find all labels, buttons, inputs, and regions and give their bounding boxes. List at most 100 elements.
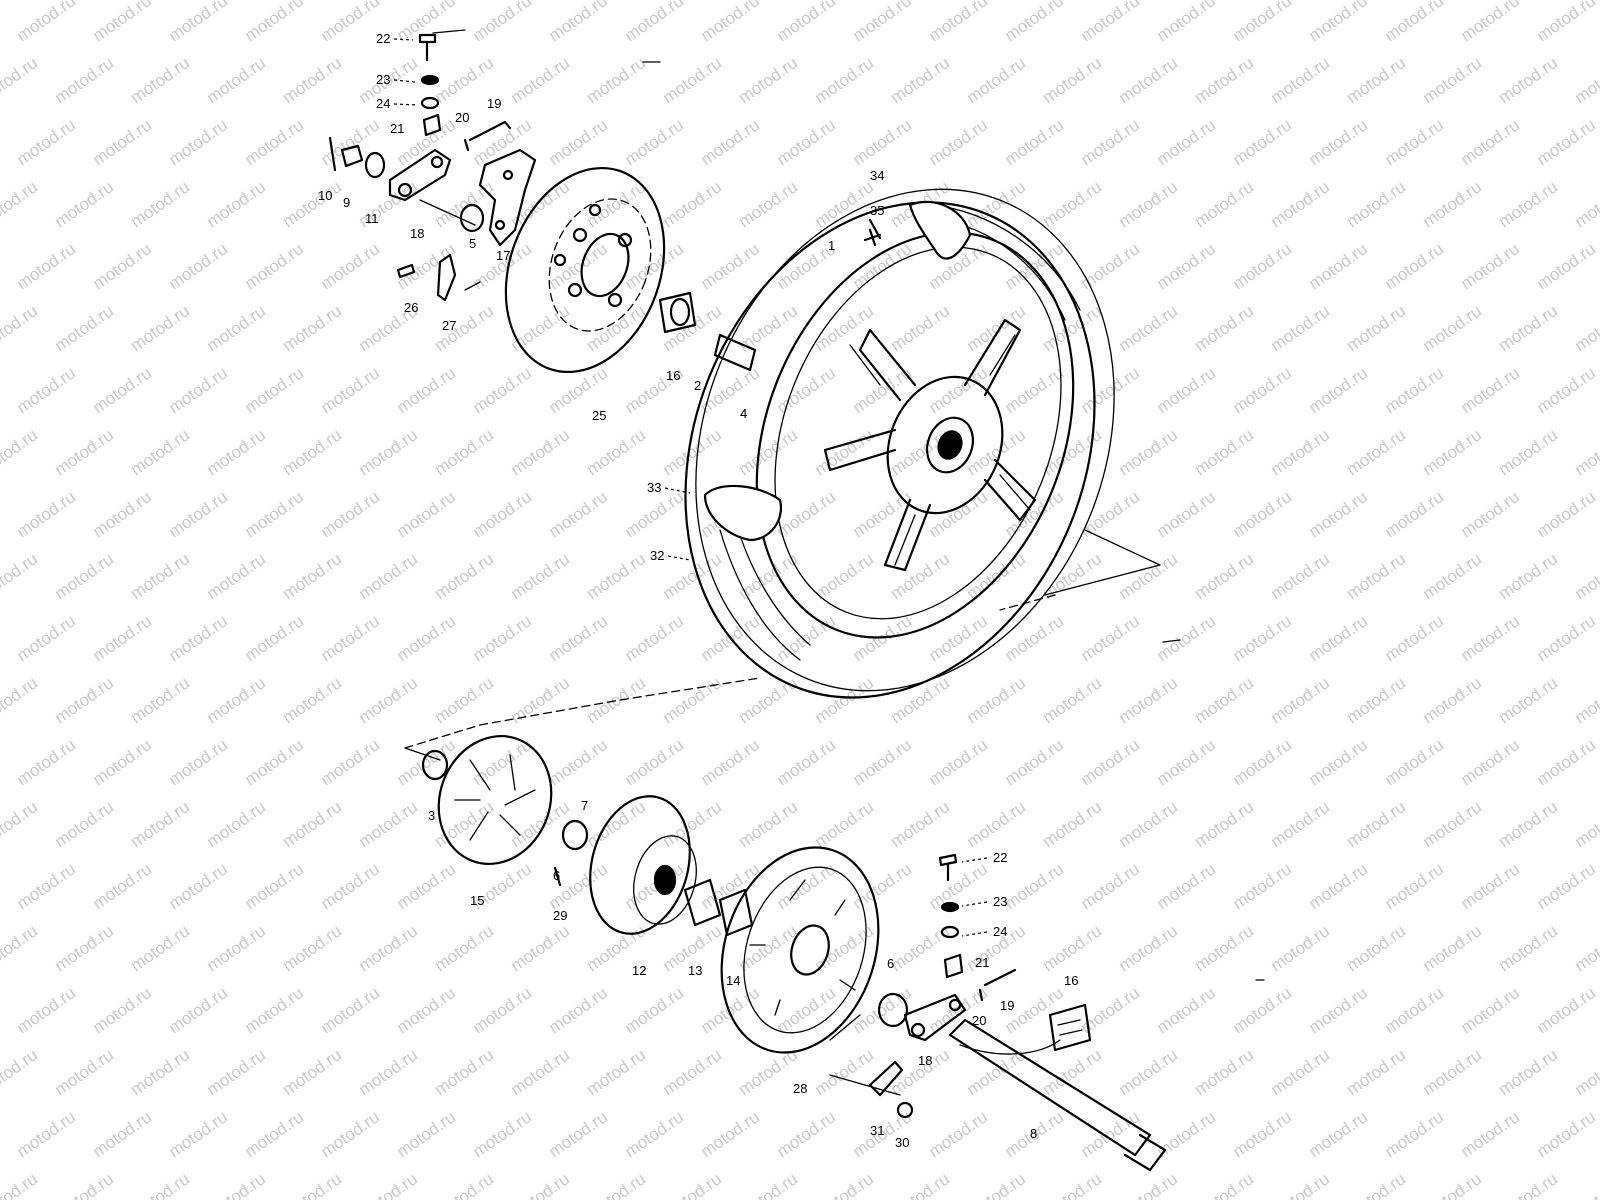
watermark-text: motod.ru [13,363,79,417]
watermark-text: motod.ru [773,0,839,45]
callout-c1: 1 [828,238,835,253]
callout-c34: 34 [870,168,884,183]
watermark-text: motod.ru [127,1169,193,1200]
watermark-text: motod.ru [279,549,345,603]
watermark-text: motod.ru [203,549,269,603]
watermark-text: motod.ru [0,673,41,727]
watermark-text: motod.ru [355,1045,421,1099]
watermark-text: motod.ru [1039,425,1105,479]
watermark-text: motod.ru [317,487,383,541]
watermark-text: motod.ru [811,797,877,851]
watermark-text: motod.ru [1343,921,1409,975]
watermark-text: motod.ru [89,239,155,293]
watermark-text: motod.ru [735,797,801,851]
watermark-text: motod.ru [1381,611,1447,665]
watermark-text: motod.ru [1153,983,1219,1037]
watermark-text: motod.ru [241,735,307,789]
watermark-text: motod.ru [1457,487,1523,541]
watermark-text: motod.ru [165,363,231,417]
watermark-text: motod.ru [1229,487,1295,541]
leader-line-c22b [961,857,988,863]
watermark-text: motod.ru [1077,239,1143,293]
watermark-text: motod.ru [545,983,611,1037]
watermark-text: motod.ru [1571,1045,1600,1099]
watermark-text: motod.ru [1343,1169,1409,1200]
watermark-text: motod.ru [0,611,3,665]
watermark-text: motod.ru [317,859,383,913]
watermark-text: motod.ru [1077,735,1143,789]
watermark-text: motod.ru [393,611,459,665]
watermark-text: motod.ru [1229,363,1295,417]
watermark-text: motod.ru [1533,239,1599,293]
callout-c16b: 16 [1064,973,1078,988]
watermark-text: motod.ru [1153,239,1219,293]
watermark-text: motod.ru [621,0,687,45]
callout-c4: 4 [740,406,747,421]
watermark-text: motod.ru [1039,549,1105,603]
watermark-text: motod.ru [13,735,79,789]
watermark-text: motod.ru [659,797,725,851]
watermark-text: motod.ru [811,425,877,479]
callout-c6a: 6 [553,868,560,883]
callout-c11: 11 [365,211,379,226]
watermark-text: motod.ru [51,921,117,975]
watermark-text: motod.ru [507,797,573,851]
watermark-text: motod.ru [545,735,611,789]
watermark-text: motod.ru [1115,425,1181,479]
watermark-text: motod.ru [0,921,41,975]
watermark-text: motod.ru [393,239,459,293]
watermark-text: motod.ru [773,487,839,541]
watermark-text: motod.ru [127,1045,193,1099]
watermark-text: motod.ru [241,859,307,913]
watermark-text: motod.ru [279,673,345,727]
watermark-text: motod.ru [1495,1169,1561,1200]
watermark-text: motod.ru [1305,0,1371,45]
watermark-text: motod.ru [431,549,497,603]
watermark-text: motod.ru [241,239,307,293]
watermark-text: motod.ru [89,983,155,1037]
watermark-text: motod.ru [1571,797,1600,851]
watermark-text: motod.ru [13,1107,79,1161]
watermark-text: motod.ru [621,735,687,789]
watermark-text: motod.ru [1533,983,1599,1037]
watermark-text: motod.ru [1001,363,1067,417]
watermark-text: motod.ru [0,177,41,231]
watermark-text: motod.ru [963,53,1029,107]
watermark-text: motod.ru [583,673,649,727]
watermark-text: motod.ru [925,611,991,665]
watermark-text: motod.ru [1419,425,1485,479]
watermark-text: motod.ru [1039,673,1105,727]
watermark-text: motod.ru [469,0,535,45]
watermark-text: motod.ru [735,53,801,107]
watermark-text: motod.ru [1191,53,1257,107]
watermark-text: motod.ru [1533,859,1599,913]
watermark-text: motod.ru [165,983,231,1037]
watermark-text: motod.ru [317,0,383,45]
watermark-text: motod.ru [89,487,155,541]
watermark-text: motod.ru [1457,239,1523,293]
watermark-text: motod.ru [89,859,155,913]
watermark-text: motod.ru [1457,115,1523,169]
watermark-text: motod.ru [1229,0,1295,45]
watermark-text: motod.ru [203,797,269,851]
watermark-text: motod.ru [89,735,155,789]
watermark-text: motod.ru [1267,425,1333,479]
watermark-text: motod.ru [735,177,801,231]
leader-line-c33 [664,487,691,494]
watermark-text: motod.ru [1039,797,1105,851]
watermark-text: motod.ru [431,673,497,727]
watermark-text: motod.ru [13,115,79,169]
watermark-text: motod.ru [393,0,459,45]
assembly-guide-lines [404,29,1265,1096]
callout-c5: 5 [469,236,476,251]
watermark-text: motod.ru [127,301,193,355]
watermark-text: motod.ru [393,983,459,1037]
watermark-text: motod.ru [51,1045,117,1099]
watermark-text: motod.ru [1533,735,1599,789]
watermark-text: motod.ru [393,363,459,417]
watermark-text: motod.ru [1419,177,1485,231]
watermark-text: motod.ru [1153,487,1219,541]
callout-c24b: 24 [993,924,1007,939]
watermark-text: motod.ru [279,1169,345,1200]
watermark-text: motod.ru [51,673,117,727]
